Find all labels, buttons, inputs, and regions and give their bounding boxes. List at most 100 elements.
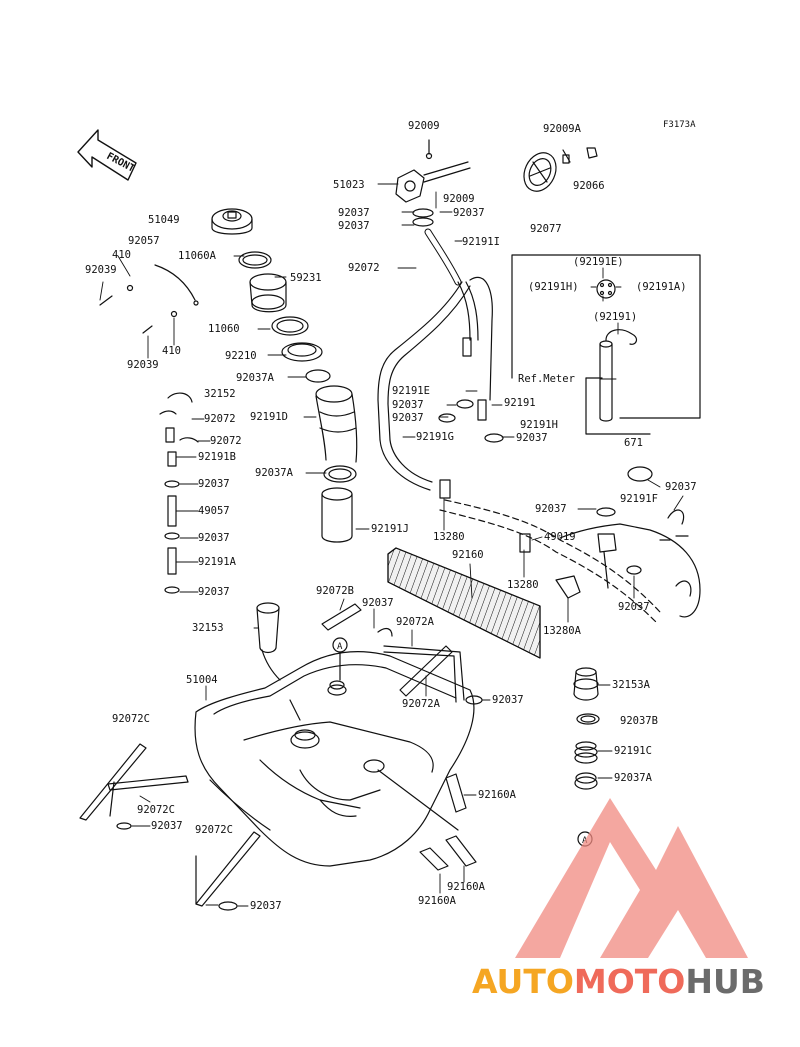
part-label: 92037 — [392, 399, 424, 411]
part-label: 92191H — [520, 419, 558, 431]
part-label: 92072C — [195, 824, 233, 836]
part-label: 92072A — [402, 698, 440, 710]
part-label: 92037A — [255, 467, 293, 479]
watermark-text: AUTOMOTOHUB — [472, 962, 765, 1001]
callout-a-upper: A — [337, 642, 343, 652]
part-label: 92037 — [665, 481, 697, 493]
front-arrow-icon — [77, 129, 137, 181]
part-label: 92057 — [128, 235, 160, 247]
part-label: 92009 — [443, 193, 475, 205]
watermark-logo-icon — [515, 798, 748, 958]
part-label: 410 — [112, 249, 131, 261]
part-label: 92160A — [478, 789, 516, 801]
part-label: 92009A — [543, 123, 581, 135]
part-label: 32152 — [204, 388, 236, 400]
part-label: 92160A — [418, 895, 456, 907]
part-label: 49019 — [544, 531, 576, 543]
fuel-valve-part — [395, 139, 471, 227]
part-label: 671 — [624, 437, 643, 449]
part-label: (92191H) — [528, 281, 579, 293]
part-label: 92191A — [198, 556, 236, 568]
part-label: 92037 — [392, 412, 424, 424]
right-hose-set — [438, 399, 701, 618]
part-label: 32153A — [612, 679, 650, 691]
filler-hose-part — [315, 385, 358, 483]
ref-meter-tube — [599, 329, 638, 422]
part-label: 92037 — [151, 820, 183, 832]
gauge-disk-part — [523, 147, 598, 192]
pipe-32153 — [256, 602, 281, 681]
part-label: 92039 — [85, 264, 117, 276]
part-label: 51049 — [148, 214, 180, 226]
part-label: 11060 — [208, 323, 240, 335]
part-label: 92191E — [392, 385, 430, 397]
filler-neck-part — [249, 273, 331, 383]
part-label: 92191D — [250, 411, 288, 423]
part-label: 92037 — [198, 586, 230, 598]
watermark-auto: AUTO — [472, 962, 574, 1001]
ref-meter-bracket — [511, 254, 701, 435]
dashed-hose — [439, 499, 661, 623]
part-label: 92072 — [204, 413, 236, 425]
part-label: 92009 — [408, 120, 440, 132]
part-label: 92160A — [447, 881, 485, 893]
part-label: 92037A — [614, 772, 652, 784]
part-label: 92037 — [198, 478, 230, 490]
part-label: 92072A — [396, 616, 434, 628]
part-label: 92191F — [620, 493, 658, 505]
fuel-tank — [194, 650, 475, 867]
part-label: 410 — [162, 345, 181, 357]
strap-set-lower — [79, 743, 261, 911]
part-label: 92037 — [535, 503, 567, 515]
front-label: FRONT — [105, 151, 137, 175]
part-label: 92037 — [198, 532, 230, 544]
part-label: 92191I — [462, 236, 500, 248]
part-label: 92077 — [530, 223, 562, 235]
part-label: 92037A — [236, 372, 274, 384]
part-label: 92037 — [516, 432, 548, 444]
part-label: 92072C — [137, 804, 175, 816]
part-label: 92191B — [198, 451, 236, 463]
part-label: 59231 — [290, 272, 322, 284]
part-label: 11060A — [178, 250, 216, 262]
pad-plate — [387, 547, 541, 659]
watermark-moto: MOTO — [573, 962, 686, 1001]
sleeve-part — [321, 487, 353, 543]
part-label: 92072 — [210, 435, 242, 447]
part-label: 92191G — [416, 431, 454, 443]
strap-set-upper — [321, 603, 483, 705]
gauge-connector — [596, 279, 616, 299]
part-label: 13280A — [543, 625, 581, 637]
part-label: 92072C — [112, 713, 150, 725]
ref-meter-label: Ref.Meter — [518, 373, 575, 385]
part-label: 32153 — [192, 622, 224, 634]
part-label: 51023 — [333, 179, 365, 191]
filler-cap-part — [99, 208, 272, 334]
part-label: 92066 — [573, 180, 605, 192]
part-label: (92191) — [593, 311, 638, 323]
part-label: 13280 — [507, 579, 539, 591]
breather-hose — [377, 228, 493, 491]
part-label: 49057 — [198, 505, 230, 517]
part-label: 92072B — [316, 585, 354, 597]
callout-circles — [332, 637, 593, 847]
part-label: (92191E) — [573, 256, 624, 268]
part-label: 92210 — [225, 350, 257, 362]
part-label: 92191 — [504, 397, 536, 409]
lower-right-parts — [573, 667, 600, 790]
part-label: 92039 — [127, 359, 159, 371]
part-label: (92191A) — [636, 281, 687, 293]
part-label: 92037 — [453, 207, 485, 219]
part-label: 92037 — [338, 220, 370, 232]
watermark-hub: HUB — [685, 962, 765, 1001]
part-label: 92160 — [452, 549, 484, 561]
part-label: 92191C — [614, 745, 652, 757]
part-label: 92037 — [618, 601, 650, 613]
part-label: 92037B — [620, 715, 658, 727]
part-label: 92037 — [338, 207, 370, 219]
part-label: 92191J — [371, 523, 409, 535]
leader-lines — [99, 183, 684, 907]
figure-code: F3173A — [663, 120, 696, 130]
